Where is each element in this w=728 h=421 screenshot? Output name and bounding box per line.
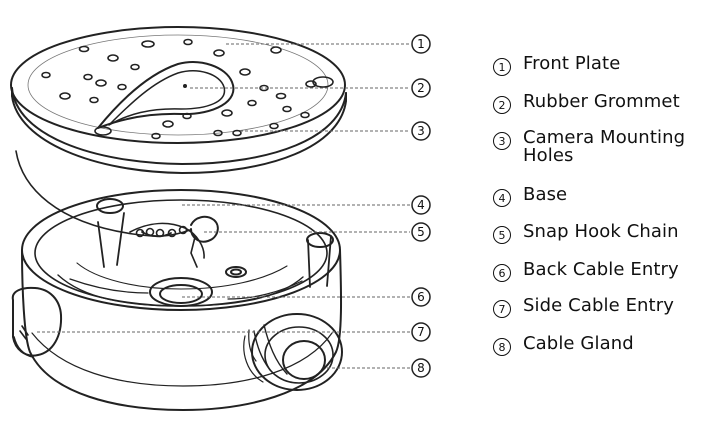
legend-label-back-cable-entry: Back Cable Entry [523,259,679,280]
legend-number-3: 3 [493,132,511,150]
legend-label-snap-hook-chain: Snap Hook Chain [523,221,679,242]
legend-item-snap-hook-chain: 5 Snap Hook Chain [493,223,679,244]
legend-number-2: 2 [493,96,511,114]
legend-label-camera-mounting-holes: Camera Mounting Holes [523,127,686,166]
legend-label-cable-gland: Cable Gland [523,333,634,354]
callout-8: 8 [411,358,431,378]
legend-label-rubber-grommet: Rubber Grommet [523,91,680,112]
legend-number-1: 1 [493,58,511,76]
callout-7: 7 [411,322,431,342]
callout-2: 2 [411,78,431,98]
legend-item-rubber-grommet: 2 Rubber Grommet [493,93,680,114]
legend-item-camera-mounting-holes: 3 Camera Mounting Holes [493,129,708,165]
legend-item-back-cable-entry: 6 Back Cable Entry [493,261,679,282]
callout-6: 6 [411,287,431,307]
callout-3: 3 [411,121,431,141]
callout-markers: 1 2 3 4 5 6 7 8 [411,34,431,378]
base [11,189,343,411]
legend-label-side-cable-entry: Side Cable Entry [523,295,674,316]
svg-text:7: 7 [417,325,425,339]
callout-4: 4 [411,195,431,215]
svg-text:1: 1 [417,37,425,51]
snap-hook-chain-drawing [15,150,191,238]
front-plate [10,26,347,174]
leader-lines [37,43,410,369]
legend-label-front-plate: Front Plate [523,53,621,74]
svg-text:8: 8 [417,361,425,375]
legend-number-5: 5 [493,226,511,244]
legend-number-7: 7 [493,300,511,318]
callout-5: 5 [411,222,431,242]
legend-number-8: 8 [493,338,511,356]
legend-item-cable-gland: 8 Cable Gland [493,335,634,356]
svg-text:2: 2 [417,81,425,95]
legend-item-base: 4 Base [493,186,567,207]
legend-label-base: Base [523,184,568,205]
legend-number-6: 6 [493,264,511,282]
legend-item-side-cable-entry: 7 Side Cable Entry [493,297,674,318]
legend-number-4: 4 [493,189,511,207]
svg-text:3: 3 [417,124,425,138]
legend-item-front-plate: 1 Front Plate [493,55,620,76]
callout-1: 1 [411,34,431,54]
svg-text:5: 5 [417,225,425,239]
svg-text:6: 6 [417,290,425,304]
svg-text:4: 4 [417,198,425,212]
